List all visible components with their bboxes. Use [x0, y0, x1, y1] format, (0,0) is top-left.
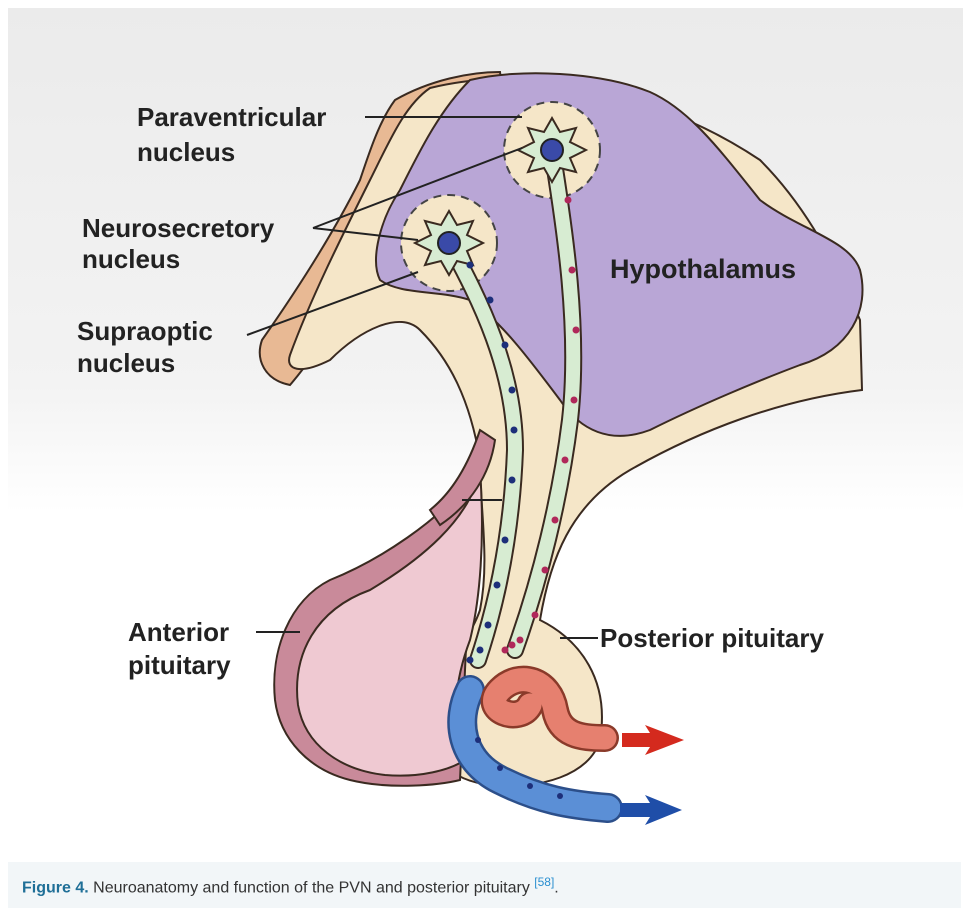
figure-caption: Figure 4. Neuroanatomy and function of t… — [8, 862, 961, 908]
caption-text: Neuroanatomy and function of the PVN and… — [89, 879, 535, 896]
citation-link[interactable]: [58] — [534, 875, 554, 889]
label-supraoptic-line1: Supraoptic — [77, 316, 213, 346]
label-anterior-line2: pituitary — [128, 650, 231, 680]
label-paraventricular-line1: Paraventricular — [137, 102, 326, 132]
label-neurosecretory-line2: nucleus — [82, 244, 180, 274]
label-paraventricular-line2: nucleus — [137, 137, 235, 167]
label-hypothalamus: Hypothalamus — [610, 254, 796, 284]
label-neurosecretory-line1: Neurosecretory — [82, 213, 275, 243]
label-supraoptic-line2: nucleus — [77, 348, 175, 378]
figure-illustration: Paraventricular nucleus Neurosecretory n… — [0, 0, 967, 852]
caption-end: . — [554, 879, 558, 896]
label-anterior-line1: Anterior — [128, 617, 229, 647]
caption-figure-label: Figure 4. — [22, 879, 89, 896]
paraventricular-neuron — [518, 118, 586, 182]
label-posterior-pituitary: Posterior pituitary — [600, 623, 824, 653]
